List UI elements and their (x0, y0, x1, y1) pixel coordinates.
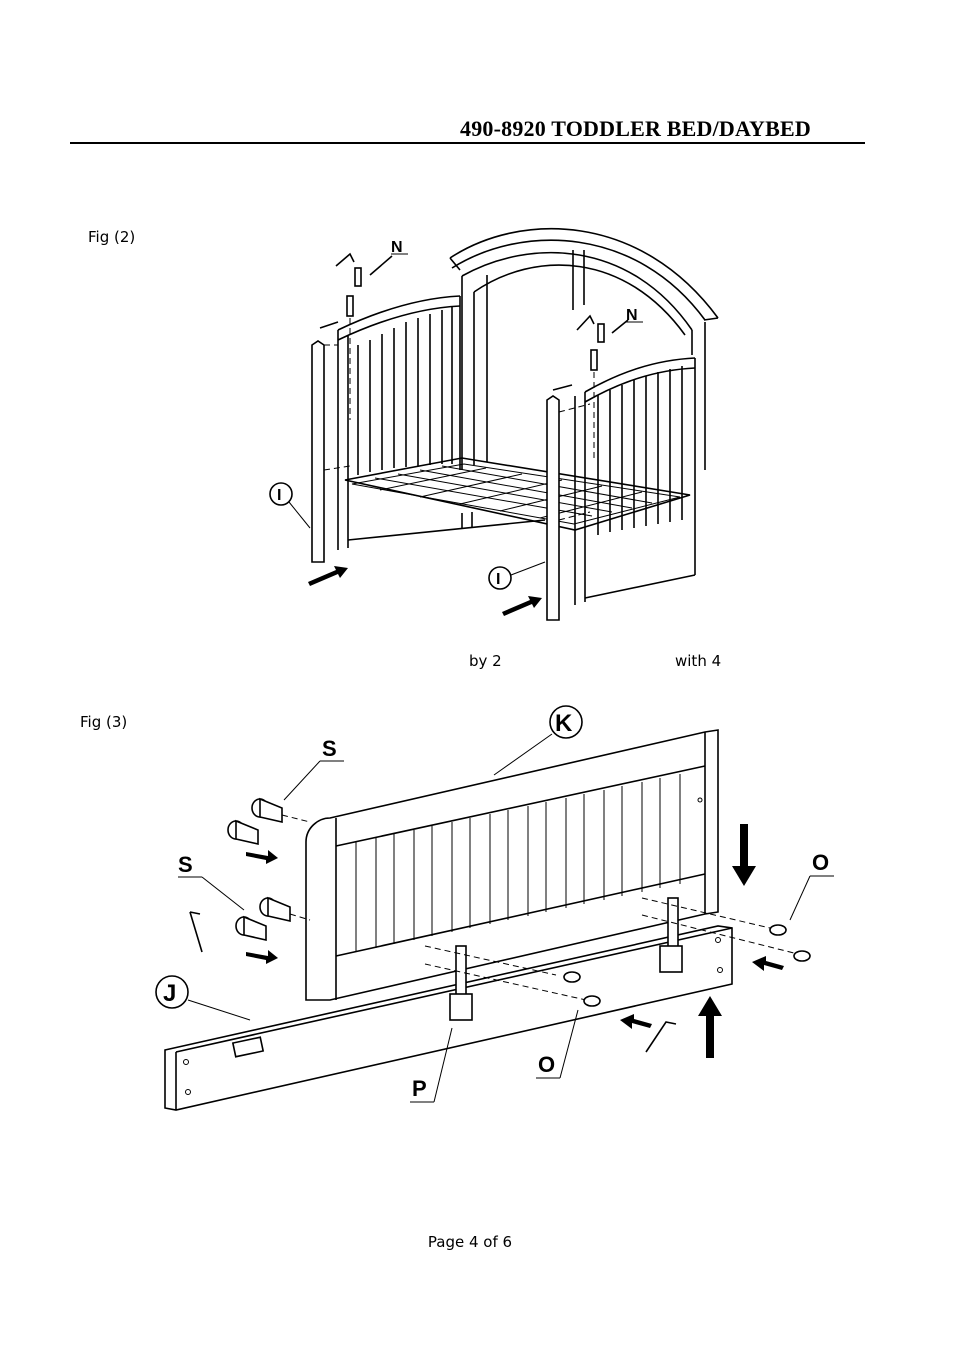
callout-o-2: O (538, 1052, 555, 1077)
title-rule (70, 142, 865, 144)
left-side-rail (337, 295, 546, 550)
callout-i-2: I (496, 571, 500, 588)
callout-s-2: S (178, 852, 193, 877)
callout-k: K (555, 710, 573, 737)
callout-o-1: O (812, 850, 829, 875)
front-post-left (311, 340, 351, 563)
fig-3-arrows (189, 824, 784, 1058)
fig-3-callouts: K S S O J O P (155, 705, 834, 1103)
right-side-rail (574, 357, 696, 605)
fig-2-callouts: N N I I (269, 239, 643, 590)
headboard-arch (449, 228, 719, 470)
fig-2-label: Fig (2) (88, 228, 136, 246)
callout-j: J (163, 980, 176, 1007)
page-title: 490-8920 TODDLER BED/DAYBED (460, 116, 811, 141)
callout-n-2: N (626, 307, 638, 324)
panel-k (305, 729, 719, 1001)
fig-3-label: Fig (3) (80, 713, 128, 731)
fig-2-caption-part-1: by 2 (469, 652, 502, 670)
brackets-p (449, 897, 683, 1021)
page-number: Page 4 of 6 (427, 1233, 513, 1251)
screws-and-keys (319, 252, 629, 460)
panel-slats (355, 774, 681, 952)
callout-p: P (412, 1076, 427, 1101)
callout-n-1: N (391, 239, 403, 256)
rail-j (164, 925, 733, 1111)
callout-i-1: I (277, 487, 281, 504)
callout-s-1: S (322, 736, 337, 761)
dowels-s (227, 797, 311, 942)
arrows (308, 566, 542, 616)
front-post-right (546, 395, 591, 621)
screws-o (424, 897, 811, 1007)
fig-2-caption-part-2: with 4 (675, 652, 722, 670)
